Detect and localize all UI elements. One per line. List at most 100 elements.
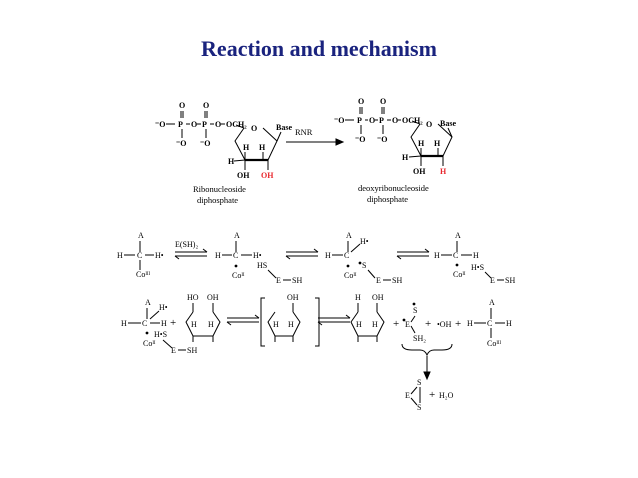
svg-text:C: C (142, 319, 147, 328)
svg-text:O: O (215, 120, 221, 129)
svg-text:A: A (234, 231, 240, 240)
plus-sign-3: + (425, 318, 431, 330)
equilibrium-arrow-2 (285, 248, 319, 260)
svg-text:Base: Base (440, 119, 456, 128)
svg-text:S: S (413, 306, 417, 315)
svg-text:H: H (356, 320, 362, 329)
plus-sign-2: + (393, 318, 399, 330)
svg-text:⁻O: ⁻O (176, 139, 186, 148)
product-label-2: diphosphate (367, 194, 408, 204)
svg-text:H: H (325, 251, 331, 260)
svg-text:C: C (453, 251, 458, 260)
deoxyribonucleoside-diphosphate-structure: O O ⁻O P O P O OCH₂ ⁻O ⁻O O Base H H H O… (334, 97, 456, 176)
svg-text:O: O (380, 97, 386, 106)
svg-text:A: A (138, 231, 144, 240)
svg-text:E: E (171, 346, 176, 355)
svg-text:SH: SH (392, 276, 402, 285)
svg-text:S: S (417, 378, 421, 387)
svg-text:O: O (369, 116, 375, 125)
svg-text:H•: H• (360, 237, 369, 246)
svg-text:S: S (417, 403, 421, 412)
svg-text:C: C (344, 251, 349, 260)
svg-text:OCH₂: OCH₂ (402, 116, 423, 125)
svg-text:OH: OH (287, 293, 299, 302)
ribose-intermediate-3: H OH H H (350, 293, 385, 342)
svg-text:Coᴵᴵ: Coᴵᴵ (143, 339, 156, 348)
svg-text:Coᴵᴵ: Coᴵᴵ (344, 271, 357, 280)
ribose-intermediate-1: HO OH H H (185, 293, 221, 342)
svg-text:H•: H• (159, 303, 168, 312)
svg-text:H: H (434, 139, 441, 148)
svg-text:OH: OH (261, 171, 274, 180)
svg-text:H: H (467, 319, 473, 328)
svg-text:O: O (358, 97, 364, 106)
svg-text:C: C (137, 251, 142, 260)
disulfide-radical: S E SH₂ (402, 302, 426, 343)
down-arrow-head (423, 371, 431, 381)
svg-text:OH: OH (413, 167, 426, 176)
svg-text:SH₂: SH₂ (413, 334, 426, 343)
svg-text:⁻O: ⁻O (377, 135, 387, 144)
svg-text:H: H (191, 320, 197, 329)
disulfide-product: S E S (405, 378, 421, 412)
svg-text:A: A (145, 298, 151, 307)
equilibrium-arrow-1 (174, 248, 208, 260)
svg-text:S: S (362, 261, 366, 270)
svg-text:H: H (372, 320, 378, 329)
mechanism-step-2: A H C H• Coᴵᴵ HS E SH (215, 231, 302, 285)
svg-text:H: H (259, 143, 266, 152)
svg-text:Coᴵᴵᴵ: Coᴵᴵᴵ (487, 339, 502, 348)
equilibrium-arrow-5 (317, 314, 351, 326)
svg-text:C: C (233, 251, 238, 260)
plus-sign-4: + (455, 318, 461, 330)
svg-text:O: O (203, 101, 209, 110)
svg-text:HO: HO (187, 293, 199, 302)
svg-text:H: H (208, 320, 214, 329)
svg-text:O: O (426, 120, 432, 129)
svg-text:OH: OH (207, 293, 219, 302)
svg-text:H: H (440, 167, 447, 176)
svg-text:O: O (179, 101, 185, 110)
svg-text:E: E (405, 391, 410, 400)
grouping-brace (401, 343, 453, 357)
svg-text:H: H (506, 319, 512, 328)
svg-text:⁻O: ⁻O (155, 120, 165, 129)
svg-text:P: P (357, 116, 362, 125)
product-label: deoxyribonucleoside (358, 183, 429, 193)
mechanism-step-5: A H• H C H Coᴵᴵ H•S E SH (121, 298, 197, 355)
svg-text:OCH₂: OCH₂ (226, 120, 247, 129)
svg-text:A: A (346, 231, 352, 240)
svg-text:H: H (402, 153, 409, 162)
svg-text:Coᴵᴵ: Coᴵᴵ (232, 271, 245, 280)
enzyme-label: RNR (295, 127, 313, 137)
svg-text:H: H (121, 319, 127, 328)
svg-text:Base: Base (276, 123, 292, 132)
mechanism-step-4: A H C H Coᴵᴵ H•S E SH (434, 231, 515, 285)
svg-text:E: E (276, 276, 281, 285)
svg-text:H: H (273, 320, 279, 329)
svg-text:SH: SH (505, 276, 515, 285)
svg-text:C: C (487, 319, 492, 328)
svg-text:H•: H• (155, 251, 164, 260)
svg-text:H•: H• (253, 251, 262, 260)
plus-sign: + (170, 317, 176, 329)
arrow-head (335, 138, 345, 146)
svg-text:SH: SH (292, 276, 302, 285)
svg-text:A: A (489, 298, 495, 307)
ribose-intermediate-2: OH H H (260, 293, 320, 347)
svg-text:O: O (251, 124, 257, 133)
equilibrium-arrow-3 (396, 248, 430, 260)
mechanism-step-6: A H C H Coᴵᴵᴵ (467, 298, 512, 348)
svg-text:⁻O: ⁻O (200, 139, 210, 148)
svg-text:H•S: H•S (471, 263, 484, 272)
substrate-label-2: diphosphate (197, 195, 238, 205)
svg-text:A: A (455, 231, 461, 240)
svg-text:H: H (434, 251, 440, 260)
svg-text:OH: OH (372, 293, 384, 302)
equilibrium-arrow-4 (226, 314, 260, 326)
svg-text:H: H (288, 320, 294, 329)
svg-text:P: P (379, 116, 384, 125)
ribonucleoside-diphosphate-structure: O O ⁻O P O P O OCH₂ ⁻O ⁻O O Base H H H O… (155, 101, 292, 180)
svg-text:H: H (355, 293, 361, 302)
